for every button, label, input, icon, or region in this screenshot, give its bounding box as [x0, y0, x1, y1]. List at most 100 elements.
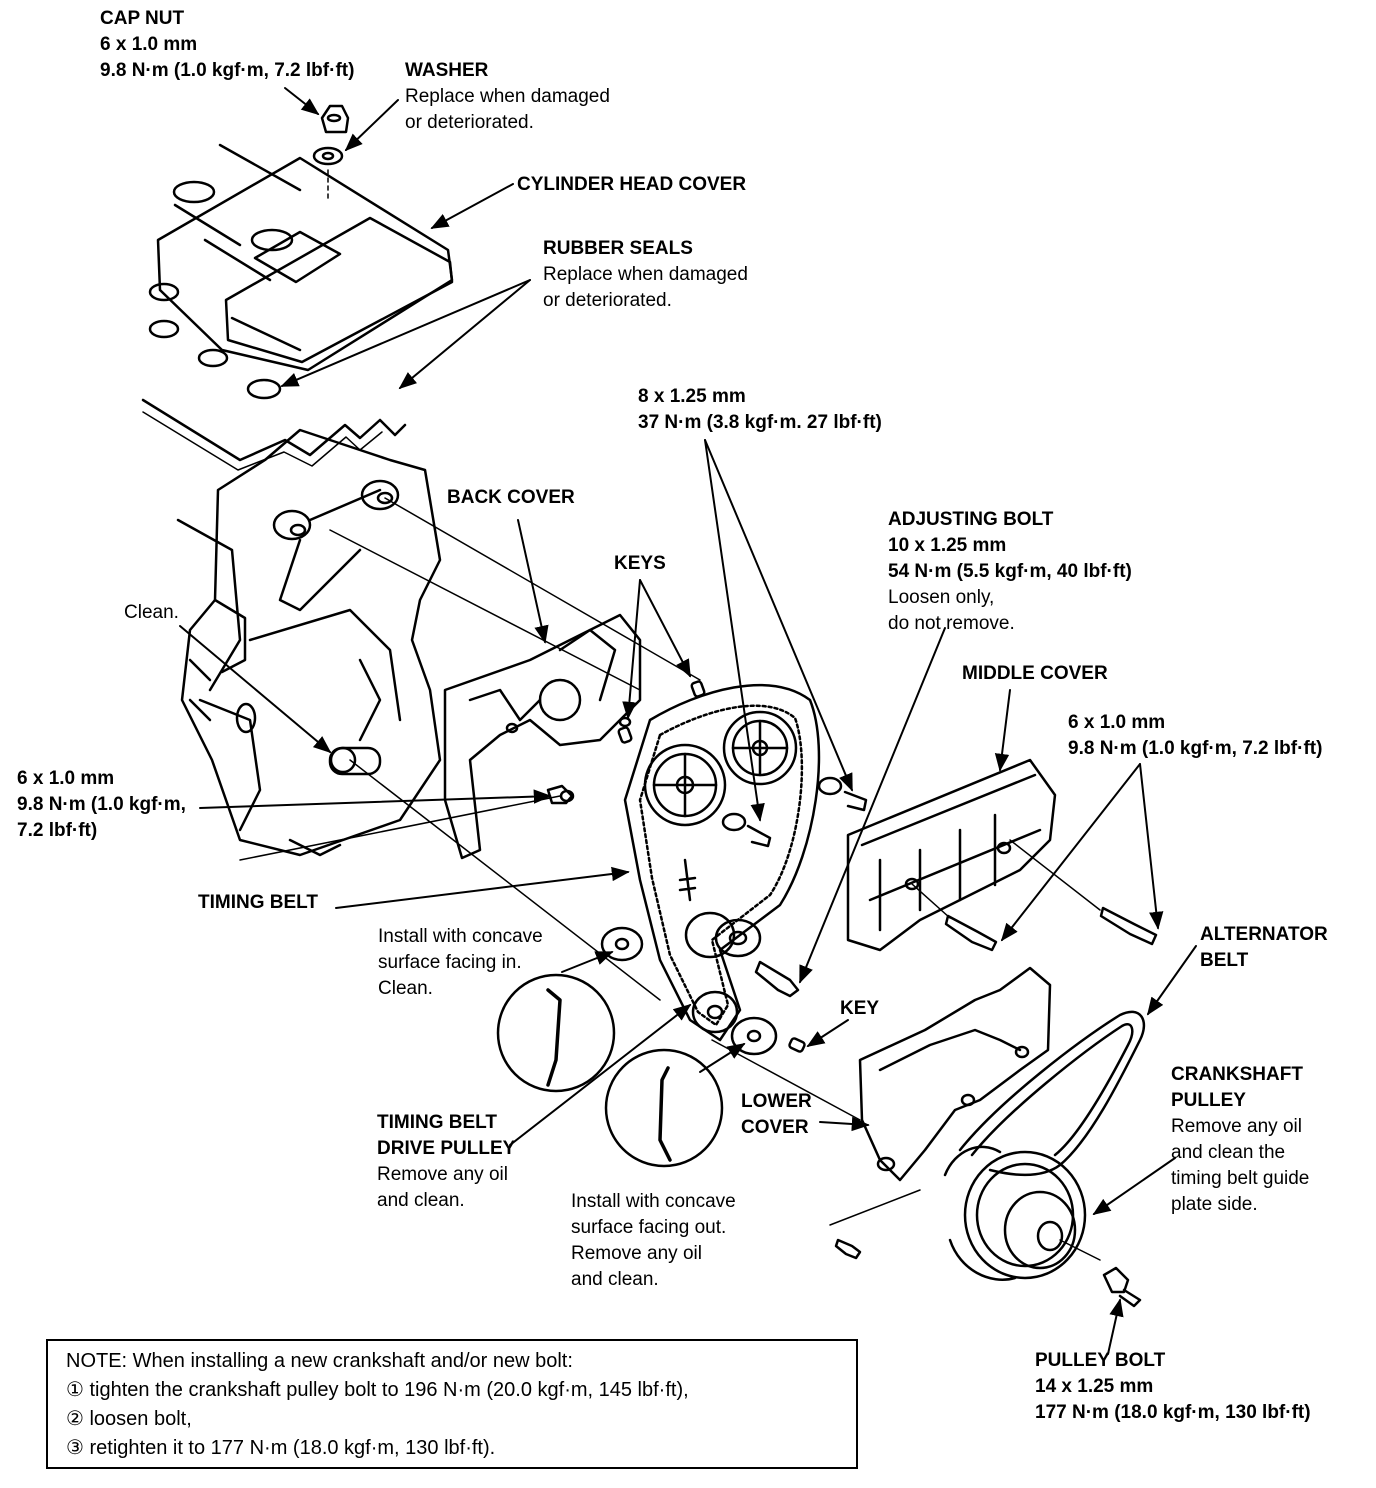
washer-note-1: Replace when damaged	[405, 86, 610, 107]
adjusting-bolt-note-1: Loosen only,	[888, 587, 995, 608]
label-alternator-belt: ALTERNATOR BELT	[1200, 922, 1328, 974]
guide-in-note-1: Install with concave	[378, 926, 543, 947]
lower-cover-title-1: LOWER	[741, 1091, 812, 1112]
label-back-cover: BACK COVER	[447, 485, 575, 511]
back-cover-bolt-torque-2: 7.2 lbf·ft)	[17, 820, 98, 841]
camshaft-sprocket-intake	[643, 743, 727, 827]
label-keys: KEYS	[614, 551, 666, 577]
adjusting-bolt-torque: 54 N·m (5.5 kgf·m, 40 lbf·ft)	[888, 561, 1132, 582]
note-box: NOTE: When installing a new crankshaft a…	[46, 1339, 858, 1469]
adjusting-bolt-title: ADJUSTING BOLT	[888, 509, 1054, 530]
pulley-bolt-size: 14 x 1.25 mm	[1035, 1376, 1154, 1397]
middle-cover-bolt-size: 6 x 1.0 mm	[1068, 712, 1166, 733]
back-cover-bolt-torque-1: 9.8 N·m (1.0 kgf·m,	[17, 794, 186, 815]
cylinder-head-cover-part	[148, 143, 454, 400]
adjusting-bolt-note-2: do not remove.	[888, 613, 1015, 634]
label-key: KEY	[840, 996, 879, 1022]
drive-pulley-title-1: TIMING BELT	[377, 1112, 497, 1133]
adjusting-bolt-size: 10 x 1.25 mm	[888, 535, 1007, 556]
label-middle-cover: MIDDLE COVER	[962, 661, 1108, 687]
crankshaft-pulley-note-2: and clean the	[1171, 1142, 1286, 1163]
label-cylinder-head-cover: CYLINDER HEAD COVER	[517, 172, 746, 198]
lower-cover-title-2: COVER	[741, 1117, 809, 1138]
rubber-seals-note-2: or deteriorated.	[543, 290, 672, 311]
drive-pulley-title-2: DRIVE PULLEY	[377, 1138, 516, 1159]
pulley-bolt-title: PULLEY BOLT	[1035, 1350, 1166, 1371]
washer-note-2: or deteriorated.	[405, 112, 534, 133]
middle-cover-part	[846, 758, 1057, 952]
label-back-cover-bolt: 6 x 1.0 mm 9.8 N·m (1.0 kgf·m, 7.2 lbf·f…	[17, 766, 186, 844]
crankshaft-pulley-note-3: timing belt guide	[1171, 1168, 1310, 1189]
label-guide-out: Install with concave surface facing out.…	[571, 1189, 736, 1293]
guide-out-note-2: surface facing out.	[571, 1217, 727, 1238]
alternator-belt-part	[958, 1010, 1146, 1177]
crankshaft-pulley-title-1: CRANKSHAFT	[1171, 1064, 1303, 1085]
tensioner-part	[678, 858, 762, 958]
pulley-bolt-torque: 177 N·m (18.0 kgf·m, 130 lbf·ft)	[1035, 1402, 1311, 1423]
timing-belt-part	[623, 683, 821, 1042]
crankshaft-pulley-note-4: plate side.	[1171, 1194, 1258, 1215]
clean-text: Clean.	[124, 602, 179, 623]
note-heading: NOTE: When installing a new crankshaft a…	[66, 1350, 573, 1372]
back-cover-part	[443, 613, 642, 860]
timing-belt-title: TIMING BELT	[198, 892, 318, 913]
middle-cover-bolts-part	[944, 906, 1158, 952]
back-cover-title: BACK COVER	[447, 487, 575, 508]
crank-key-part	[788, 1037, 806, 1053]
keys-title: KEYS	[614, 553, 666, 574]
label-washer: WASHER Replace when damaged or deteriora…	[405, 58, 610, 136]
label-middle-cover-bolt: 6 x 1.0 mm 9.8 N·m (1.0 kgf·m, 7.2 lbf·f…	[1068, 710, 1322, 762]
camshaft-sprocket-exhaust	[722, 710, 798, 786]
head-gasket-part	[141, 398, 407, 462]
cam-bolts-part	[721, 776, 868, 848]
pulley-bolt-part	[1102, 1266, 1142, 1308]
label-pulley-bolt: PULLEY BOLT 14 x 1.25 mm 177 N·m (18.0 k…	[1035, 1348, 1311, 1426]
drive-pulley-note-1: Remove any oil	[377, 1164, 508, 1185]
adjusting-bolt-part	[754, 960, 800, 998]
back-cover-bolt-part	[546, 784, 575, 805]
label-cap-nut: CAP NUT 6 x 1.0 mm 9.8 N·m (1.0 kgf·m, 7…	[100, 6, 354, 84]
label-adjusting-bolt: ADJUSTING BOLT 10 x 1.25 mm 54 N·m (5.5 …	[888, 507, 1132, 637]
guide-out-note-1: Install with concave	[571, 1191, 736, 1212]
cam-bolt-size: 8 x 1.25 mm	[638, 386, 746, 407]
rubber-seals-note-1: Replace when damaged	[543, 264, 748, 285]
label-cam-bolt: 8 x 1.25 mm 37 N·m (3.8 kgf·m. 27 lbf·ft…	[638, 384, 882, 436]
drive-pulley-note-2: and clean.	[377, 1190, 465, 1211]
key-part-lower	[617, 726, 633, 744]
cylinder-head-cover-title: CYLINDER HEAD COVER	[517, 174, 747, 195]
rubber-seals-title: RUBBER SEALS	[543, 238, 693, 259]
label-lower-cover: LOWER COVER	[741, 1089, 812, 1141]
label-crankshaft-pulley: CRANKSHAFT PULLEY Remove any oil and cle…	[1171, 1062, 1309, 1218]
cam-bolt-torque: 37 N·m (3.8 kgf·m. 27 lbf·ft)	[638, 412, 882, 433]
middle-cover-title: MIDDLE COVER	[962, 663, 1108, 684]
lower-cover-part	[858, 966, 1052, 1182]
alternator-belt-title-2: BELT	[1200, 950, 1249, 971]
label-rubber-seals: RUBBER SEALS Replace when damaged or det…	[543, 236, 748, 314]
belt-guide-outer-part	[730, 1016, 778, 1056]
crankshaft-pulley-part	[943, 1145, 1087, 1281]
detail-circle-outer	[604, 1048, 724, 1168]
belt-guide-inner-part	[600, 926, 644, 962]
label-drive-pulley: TIMING BELT DRIVE PULLEY Remove any oil …	[377, 1110, 515, 1214]
note-step-2: ② loosen bolt,	[66, 1408, 192, 1430]
cap-nut-title: CAP NUT	[100, 8, 185, 29]
back-cover-bolt-size: 6 x 1.0 mm	[17, 768, 115, 789]
label-clean: Clean.	[124, 600, 179, 626]
detail-circle-inner	[496, 973, 616, 1093]
washer-part	[312, 146, 344, 201]
engine-block-part	[176, 428, 442, 857]
crankshaft-pulley-title-2: PULLEY	[1171, 1090, 1246, 1111]
note-step-3: ③ retighten it to 177 N·m (18.0 kgf·m, 1…	[66, 1437, 496, 1459]
crankshaft-pulley-note-1: Remove any oil	[1171, 1116, 1302, 1137]
lower-cover-bolt-part	[834, 1238, 862, 1260]
cap-nut-part	[320, 104, 350, 134]
key-title: KEY	[840, 998, 880, 1019]
timing-belt-drive-pulley-part	[684, 911, 739, 1034]
guide-in-note-2: surface facing in.	[378, 952, 522, 973]
alternator-belt-title-1: ALTERNATOR	[1200, 924, 1328, 945]
guide-in-note-3: Clean.	[378, 978, 433, 999]
label-timing-belt: TIMING BELT	[198, 890, 318, 916]
cap-nut-size: 6 x 1.0 mm	[100, 34, 198, 55]
middle-cover-bolt-torque: 9.8 N·m (1.0 kgf·m, 7.2 lbf·ft)	[1068, 738, 1323, 759]
